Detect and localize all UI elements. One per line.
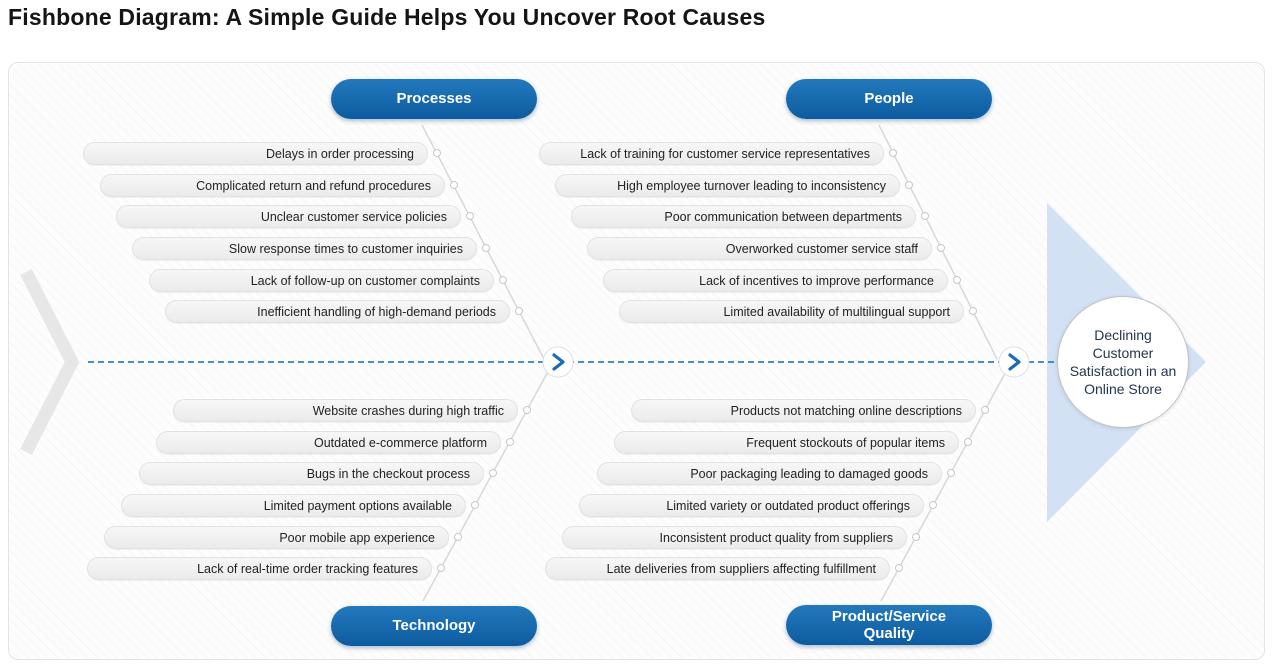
bone-line-technology	[422, 365, 552, 602]
cause-pill: Overworked customer service staff	[587, 237, 932, 260]
cause-pill: Website crashes during high traffic	[173, 399, 518, 422]
category-bubble-people: People	[786, 79, 992, 119]
cause-pill: Poor communication between departments	[571, 205, 916, 228]
connector-dot	[471, 501, 479, 509]
connector-dot	[905, 181, 913, 189]
connector-dot	[929, 501, 937, 509]
cause-pill: Late deliveries from suppliers affecting…	[545, 557, 890, 580]
cause-pill: Outdated e-commerce platform	[156, 431, 501, 454]
chevron-right-icon	[552, 353, 565, 371]
connector-dot	[523, 406, 531, 414]
connector-dot	[466, 212, 474, 220]
bone-line-processes	[421, 124, 545, 360]
cause-pill: Limited payment options available	[121, 494, 466, 517]
bone-line-people	[878, 124, 998, 360]
connector-dot	[450, 181, 458, 189]
cause-pill: Complicated return and refund procedures	[100, 174, 445, 197]
connector-dot	[499, 276, 507, 284]
cause-pill: Poor mobile app experience	[104, 526, 449, 549]
connector-dot	[981, 406, 989, 414]
cause-pill: Slow response times to customer inquirie…	[132, 237, 477, 260]
connector-dot	[947, 469, 955, 477]
cause-pill: Inefficient handling of high-demand peri…	[165, 300, 510, 323]
cause-pill: Bugs in the checkout process	[139, 462, 484, 485]
connector-dot	[515, 307, 523, 315]
cause-pill: Lack of incentives to improve performanc…	[603, 269, 948, 292]
cause-pill: Frequent stockouts of popular items	[614, 431, 959, 454]
junction-arrow-right	[998, 346, 1030, 378]
cause-pill: Lack of follow-up on customer complaints	[149, 269, 494, 292]
effect-label: Declining Customer Satisfaction in an On…	[1057, 296, 1189, 428]
connector-dot	[912, 533, 920, 541]
junction-arrow-left	[542, 346, 574, 378]
connector-dot	[969, 307, 977, 315]
cause-pill: Inconsistent product quality from suppli…	[562, 526, 907, 549]
connector-dot	[437, 564, 445, 572]
page-title: Fishbone Diagram: A Simple Guide Helps Y…	[8, 4, 766, 30]
connector-dot	[953, 276, 961, 284]
branch-bone-lines	[421, 124, 1010, 602]
connector-dot	[937, 244, 945, 252]
category-bubble-technology: Technology	[331, 606, 537, 646]
bone-line-product	[880, 365, 1010, 602]
connector-dot	[489, 469, 497, 477]
cause-pill: High employee turnover leading to incons…	[555, 174, 900, 197]
connector-dot	[889, 149, 897, 157]
connector-dots	[433, 149, 989, 572]
chevron-right-icon	[1008, 353, 1021, 371]
connector-dot	[506, 438, 514, 446]
cause-pill: Unclear customer service policies	[116, 205, 461, 228]
category-bubble-processes: Processes	[331, 79, 537, 119]
cause-pill: Poor packaging leading to damaged goods	[597, 462, 942, 485]
cause-pill: Lack of training for customer service re…	[539, 142, 884, 165]
cause-pill: Limited variety or outdated product offe…	[579, 494, 924, 517]
connector-dot	[454, 533, 462, 541]
cause-pill: Delays in order processing	[83, 142, 428, 165]
connector-dot	[433, 149, 441, 157]
connector-dot	[921, 212, 929, 220]
cause-pill: Products not matching online description…	[631, 399, 976, 422]
connector-dot	[895, 564, 903, 572]
connector-dot	[964, 438, 972, 446]
left-chevron-decoration	[20, 269, 80, 455]
cause-pill: Limited availability of multilingual sup…	[619, 300, 964, 323]
category-bubble-product-service-quality: Product/Service Quality	[786, 605, 992, 645]
cause-pill: Lack of real-time order tracking feature…	[87, 557, 432, 580]
connector-dot	[482, 244, 490, 252]
